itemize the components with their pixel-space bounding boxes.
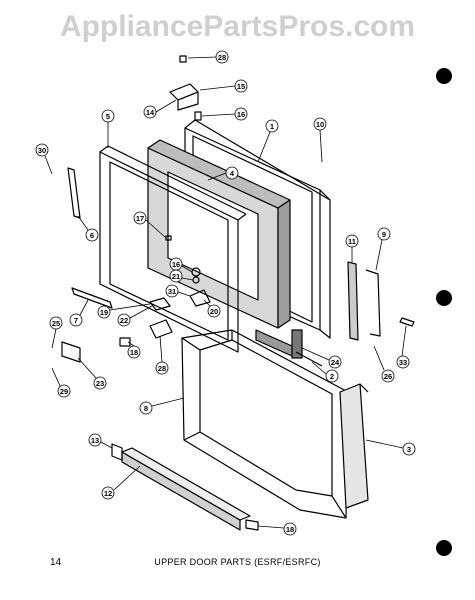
callout-4: 4 bbox=[207, 166, 239, 181]
svg-text:20: 20 bbox=[210, 307, 218, 316]
svg-text:14: 14 bbox=[146, 108, 155, 117]
callout-6: 6 bbox=[77, 215, 99, 242]
svg-text:23: 23 bbox=[96, 379, 104, 388]
watermark-logo: AppliancePartsPros.com bbox=[59, 10, 416, 43]
callout-5: 5 bbox=[101, 109, 115, 148]
part-bottom-rail bbox=[121, 447, 251, 531]
callout-20: 19 bbox=[97, 303, 151, 319]
part-insulation-slab bbox=[147, 139, 291, 329]
svg-text:18: 18 bbox=[130, 348, 138, 357]
punch-hole-bottom bbox=[436, 540, 452, 556]
callout-25: 24 bbox=[301, 347, 342, 369]
part-side-panel bbox=[339, 383, 369, 509]
part-top-hinge bbox=[169, 55, 202, 121]
callout-3: 3 bbox=[365, 439, 416, 456]
callout-22: 21 bbox=[169, 269, 194, 283]
svg-text:28: 28 bbox=[218, 53, 226, 62]
svg-text:25: 25 bbox=[52, 319, 60, 328]
part-end-cap bbox=[399, 317, 415, 327]
page-number: 14 bbox=[50, 557, 62, 568]
svg-text:16: 16 bbox=[237, 110, 245, 119]
svg-text:19: 19 bbox=[100, 308, 108, 317]
svg-text:16: 16 bbox=[172, 260, 180, 269]
callout-14: 14 bbox=[143, 99, 177, 119]
callout-18-right: 33 bbox=[396, 325, 410, 369]
svg-text:3: 3 bbox=[407, 445, 411, 454]
svg-text:11: 11 bbox=[348, 237, 356, 246]
svg-text:22: 22 bbox=[120, 316, 128, 325]
svg-text:5: 5 bbox=[106, 112, 110, 121]
svg-text:8: 8 bbox=[144, 404, 148, 413]
part-bottom-trim bbox=[71, 287, 113, 309]
callout-32: 31 bbox=[165, 284, 191, 298]
callout-26: 25 bbox=[49, 316, 63, 349]
part-gasket-strip bbox=[255, 329, 303, 359]
part-corner-bracket bbox=[111, 443, 123, 461]
svg-text:24: 24 bbox=[331, 358, 340, 367]
callout-1: 1 bbox=[257, 119, 279, 163]
part-lower-door-pan bbox=[181, 329, 349, 519]
svg-text:29: 29 bbox=[60, 387, 68, 396]
callout-8: 8 bbox=[139, 397, 185, 415]
part-handle bbox=[365, 269, 381, 337]
part-seal bbox=[295, 351, 323, 367]
callout-10: 10 bbox=[313, 117, 327, 163]
callout-15: 15 bbox=[199, 79, 248, 93]
callout-17: 17 bbox=[133, 211, 167, 239]
callout-13: 13 bbox=[88, 433, 113, 449]
punch-hole-middle bbox=[436, 290, 452, 306]
callout-2: 2 bbox=[311, 361, 339, 383]
svg-text:12: 12 bbox=[104, 489, 112, 498]
svg-text:4: 4 bbox=[230, 169, 235, 178]
callout-7: 7 bbox=[69, 299, 89, 327]
callout-27: 26 bbox=[373, 345, 395, 383]
svg-text:21: 21 bbox=[172, 272, 180, 281]
callout-23: 22 bbox=[117, 305, 153, 327]
callout-19: 18 bbox=[127, 341, 141, 359]
svg-text:33: 33 bbox=[399, 358, 407, 367]
punch-hole-top bbox=[436, 68, 452, 84]
svg-text:31: 31 bbox=[168, 287, 176, 296]
svg-text:28: 28 bbox=[158, 364, 166, 373]
svg-text:26: 26 bbox=[384, 372, 392, 381]
svg-text:15: 15 bbox=[237, 82, 245, 91]
part-side-strip bbox=[67, 167, 81, 219]
part-small-clip bbox=[245, 519, 259, 531]
callout-30: 29 bbox=[51, 367, 71, 398]
svg-text:30: 30 bbox=[38, 146, 46, 155]
callout-21: 20 bbox=[203, 299, 221, 318]
part-door-liner-frame bbox=[99, 145, 247, 353]
svg-text:18: 18 bbox=[286, 525, 294, 534]
svg-text:10: 10 bbox=[316, 120, 324, 129]
svg-text:6: 6 bbox=[90, 231, 94, 240]
callout-18-bottom: 18 bbox=[257, 522, 297, 536]
callout-9: 9 bbox=[375, 227, 391, 271]
callout-28: 28 bbox=[187, 50, 229, 64]
svg-text:7: 7 bbox=[74, 316, 78, 325]
part-handle-bar bbox=[347, 261, 359, 341]
svg-text:9: 9 bbox=[382, 230, 386, 239]
svg-text:17: 17 bbox=[136, 214, 144, 223]
svg-text:2: 2 bbox=[330, 372, 334, 381]
svg-text:13: 13 bbox=[91, 436, 99, 445]
callout-24: 23 bbox=[77, 357, 107, 390]
diagram-caption: UPPER DOOR PARTS (ESRF/ESRFC) bbox=[154, 557, 321, 567]
callout-12: 12 bbox=[101, 465, 141, 500]
callout-11: 11 bbox=[345, 234, 359, 262]
svg-text:1: 1 bbox=[270, 122, 274, 131]
callout-31: 30 bbox=[35, 143, 53, 175]
callout-16-top: 16 bbox=[201, 107, 248, 121]
callout-29: 28 bbox=[155, 335, 169, 375]
